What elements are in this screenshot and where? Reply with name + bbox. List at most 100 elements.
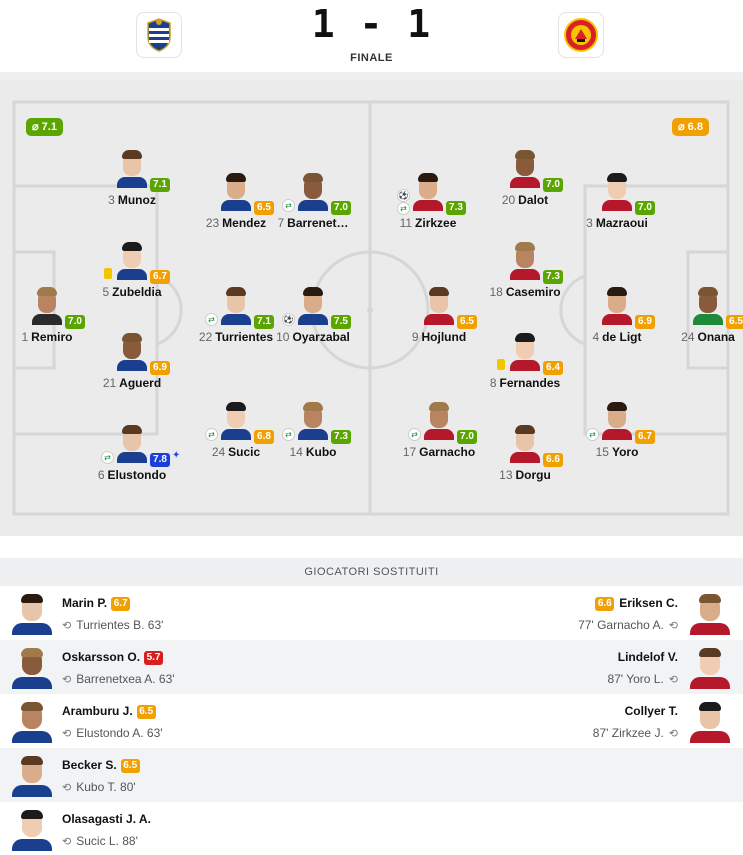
player-rating: 7.0 <box>543 178 563 192</box>
manchester-united-crest-icon <box>564 18 598 52</box>
substitute-rating: 6.5 <box>136 705 156 719</box>
home-substitute[interactable]: Aramburu J.6.5 ⟲Elustondo A. 63' <box>0 694 371 748</box>
home-substitute[interactable]: Olasagasti J. A.⟲Sucic L. 88' <box>0 802 371 855</box>
substitutes-row: Oskarsson O.5.7 ⟲Barrenetxea A. 63' Lindel… <box>0 640 743 694</box>
away-average-rating: ⌀ 6.8 <box>672 118 709 136</box>
substitute-name-text: Becker S. <box>62 758 117 772</box>
player-photo <box>298 400 328 440</box>
player-number: 8 <box>489 376 497 390</box>
player-photo <box>221 285 251 325</box>
substitution-swap-icon: ⟲ <box>668 728 678 740</box>
substitution-detail: ⟲Barrenetxea A. 63' <box>62 672 175 686</box>
substitute-name: Oskarsson O.5.7 <box>62 650 164 665</box>
player-rating: 6.4 <box>543 361 563 375</box>
substitution-detail-text: Sucic L. 88' <box>76 834 138 848</box>
substitution-icon: ⇄ <box>586 428 599 441</box>
substitution-icon: ⇄ <box>282 199 295 212</box>
match-score: 1 - 1 <box>311 2 432 46</box>
player-rating: 6.5 <box>726 315 743 329</box>
substitute-rating: 5.7 <box>144 651 164 665</box>
player-number: 3 <box>108 193 115 207</box>
home-substitute[interactable]: Oskarsson O.5.7 ⟲Barrenetxea A. 63' <box>0 640 371 694</box>
substitution-detail: 77' Garnacho A.⟲ <box>578 618 678 632</box>
home-average-rating: ⌀ 7.1 <box>26 118 63 136</box>
substitute-photo <box>12 753 52 797</box>
player-photo <box>32 285 62 325</box>
substitute-name-text: Aramburu J. <box>62 704 133 718</box>
player-surname: Onana <box>697 330 735 344</box>
player-photo <box>602 285 632 325</box>
player-surname: Elustondo <box>107 468 167 482</box>
player-surname: Mendez <box>222 216 267 230</box>
player-rating: 7.3 <box>543 270 563 284</box>
player-rating: 7.0 <box>331 201 351 215</box>
player-surname: Kubo <box>305 445 337 459</box>
player-number: 1 <box>21 330 29 344</box>
substitution-icon: ⇄ <box>282 428 295 441</box>
player-surname: Turrientes <box>215 330 274 344</box>
real-sociedad-crest-icon <box>147 18 171 52</box>
player-number: 21 <box>102 376 117 390</box>
goal-ball-icon: ⚽ <box>397 189 410 202</box>
player-surname: Zirkzee <box>415 216 457 230</box>
player-photo <box>510 423 540 463</box>
substitute-photo <box>690 591 730 635</box>
away-substitute[interactable]: Lindelof V.87' Yoro L.⟲ <box>372 640 743 694</box>
player-photo <box>693 285 723 325</box>
home-substitute[interactable]: Marin P.6.7⟲Turrientes B. 63' <box>0 586 371 640</box>
yellow-card-icon <box>494 359 507 372</box>
substitution-detail: ⟲Elustondo A. 63' <box>62 726 163 740</box>
player-surname: Aguerd <box>119 376 162 390</box>
home-team-crest[interactable] <box>136 12 182 58</box>
substitute-photo <box>690 645 730 689</box>
home-substitute[interactable]: Becker S.6.5⟲Kubo T. 80' <box>0 748 371 802</box>
player-number: 20 <box>501 193 516 207</box>
player-number: 10 <box>276 330 290 344</box>
substitution-detail: ⟲Turrientes B. 63' <box>62 618 163 632</box>
substitution-detail-text: Elustondo A. 63' <box>76 726 163 740</box>
player-photo <box>510 240 540 280</box>
away-substitute[interactable]: Collyer T.87' Zirkzee J.⟲ <box>372 694 743 748</box>
player-surname: Casemiro <box>505 285 561 299</box>
player-surname: Garnacho <box>419 445 476 459</box>
substitution-icon: ⇄ <box>101 451 114 464</box>
header-separator <box>0 72 743 80</box>
player-rating: 7.1 <box>150 178 170 192</box>
substitution-swap-icon: ⟲ <box>62 836 72 848</box>
substitution-detail-text: 87' Yoro L. <box>607 672 664 686</box>
away-team-crest[interactable] <box>558 12 604 58</box>
